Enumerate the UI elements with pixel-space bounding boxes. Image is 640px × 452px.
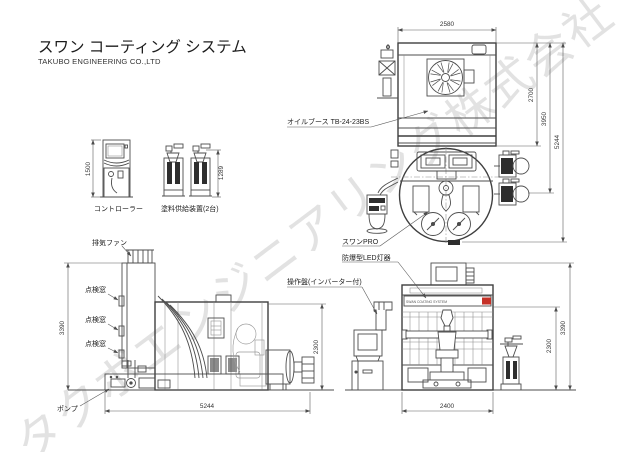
twin-turntables-plan bbox=[421, 212, 471, 236]
fan-motor bbox=[463, 69, 475, 84]
drawing-title: スワン コーティング システム bbox=[38, 38, 247, 56]
front-step-left bbox=[407, 367, 429, 383]
operation-panel-cabinet bbox=[349, 301, 393, 391]
dim-1500: 1500 bbox=[85, 161, 92, 176]
side-dimensions: 3390 2300 5244 bbox=[59, 262, 326, 414]
side-elevation-view: 排気ファン 点検窓 点検窓 点検窓 3390 2300 5244 ポンプ bbox=[57, 238, 334, 414]
inspection-window-label-1: 点検窓 bbox=[85, 285, 106, 294]
paint-supply-label: 塗料供給装置(2台) bbox=[161, 204, 219, 213]
company-name: TAKUBO ENGINEERING CO.,LTD bbox=[38, 57, 161, 66]
company-watermark: タクボエンジニアリング株式会社 bbox=[5, 0, 624, 452]
dim-3950: 3950 bbox=[541, 111, 548, 126]
plan-labels: オイルブース TB-24-23BS スワンPRO bbox=[287, 110, 429, 247]
swan-robot-front bbox=[401, 309, 493, 389]
inspection-hatch-1 bbox=[118, 295, 125, 307]
paint-supply-unit-1 bbox=[162, 143, 185, 197]
inspection-hatch-3 bbox=[118, 349, 125, 359]
oven-cylinder bbox=[265, 349, 315, 390]
roof-exhaust-box bbox=[430, 262, 475, 286]
booth-side bbox=[154, 294, 269, 391]
dim-2700: 2700 bbox=[528, 87, 535, 102]
front-dimensions: 2300 3390 2400 bbox=[401, 262, 574, 414]
plan-dimensions: 2580 2700 3950 5244 bbox=[397, 21, 567, 243]
inspection-hatch-2 bbox=[118, 325, 125, 337]
plan-view-oil-booth: 2580 2700 3950 5244 オイルブース TB-24-23BS スワ… bbox=[287, 21, 567, 247]
dim-1289: 1289 bbox=[218, 165, 225, 180]
swan-robot-plan bbox=[412, 180, 480, 216]
drain-plan bbox=[448, 240, 460, 245]
oil-booth-label: オイルブース TB-24-23BS bbox=[287, 117, 369, 126]
robot-side-silhouette bbox=[232, 323, 267, 387]
inspection-window-label-3: 点検窓 bbox=[85, 339, 106, 348]
takubo-logo bbox=[482, 297, 491, 305]
brand-strip-text: SWAN COATING SYSTEM bbox=[406, 300, 447, 304]
exhaust-fan-plan bbox=[426, 58, 475, 97]
operation-panel-label: 操作盤(インバーター付) bbox=[287, 277, 362, 286]
paint-supply-dimension: 1289 bbox=[206, 149, 225, 198]
paint-supply-plan bbox=[494, 150, 530, 206]
inspection-window-label-2: 点検窓 bbox=[85, 315, 106, 324]
pump-assembly-plan bbox=[377, 44, 398, 99]
dim-2300-side: 2300 bbox=[313, 339, 320, 354]
paint-supply-front bbox=[500, 335, 523, 391]
swan-pro-label: スワンPRO bbox=[342, 238, 379, 246]
dryer-unit-plan bbox=[416, 151, 477, 180]
dim-5244-side: 5244 bbox=[200, 403, 215, 410]
pump-label: ポンプ bbox=[57, 405, 78, 413]
dim-5244-plan: 5244 bbox=[554, 134, 561, 149]
controller-dimension: 1500 bbox=[85, 139, 101, 198]
controller-label: コントローラー bbox=[94, 205, 143, 213]
paint-hoses bbox=[157, 295, 208, 379]
dim-2580: 2580 bbox=[440, 21, 455, 28]
front-elevation-view: SWAN COATING SYSTEM bbox=[287, 253, 576, 414]
control-pedestal bbox=[366, 194, 388, 234]
title-block: スワン コーティング システム TAKUBO ENGINEERING CO.,L… bbox=[38, 38, 247, 66]
dim-3390-front: 3390 bbox=[560, 320, 567, 335]
equipment-group: 1500 コントローラー 1289 塗料供給装置(2台) bbox=[85, 139, 225, 213]
front-step-right bbox=[467, 367, 487, 383]
booth-plan-outline bbox=[397, 42, 497, 147]
roof-intake bbox=[471, 44, 487, 55]
dim-2300-front: 2300 bbox=[546, 338, 553, 353]
led-light-label: 防爆型LED灯器 bbox=[342, 253, 391, 262]
paint-supply-unit-2 bbox=[189, 143, 212, 197]
pump-platform bbox=[104, 360, 284, 391]
dim-2400-front: 2400 bbox=[440, 403, 455, 410]
controller-cabinet bbox=[100, 139, 133, 198]
exhaust-fan-label: 排気ファン bbox=[92, 238, 127, 247]
dim-3390-side: 3390 bbox=[59, 320, 66, 335]
